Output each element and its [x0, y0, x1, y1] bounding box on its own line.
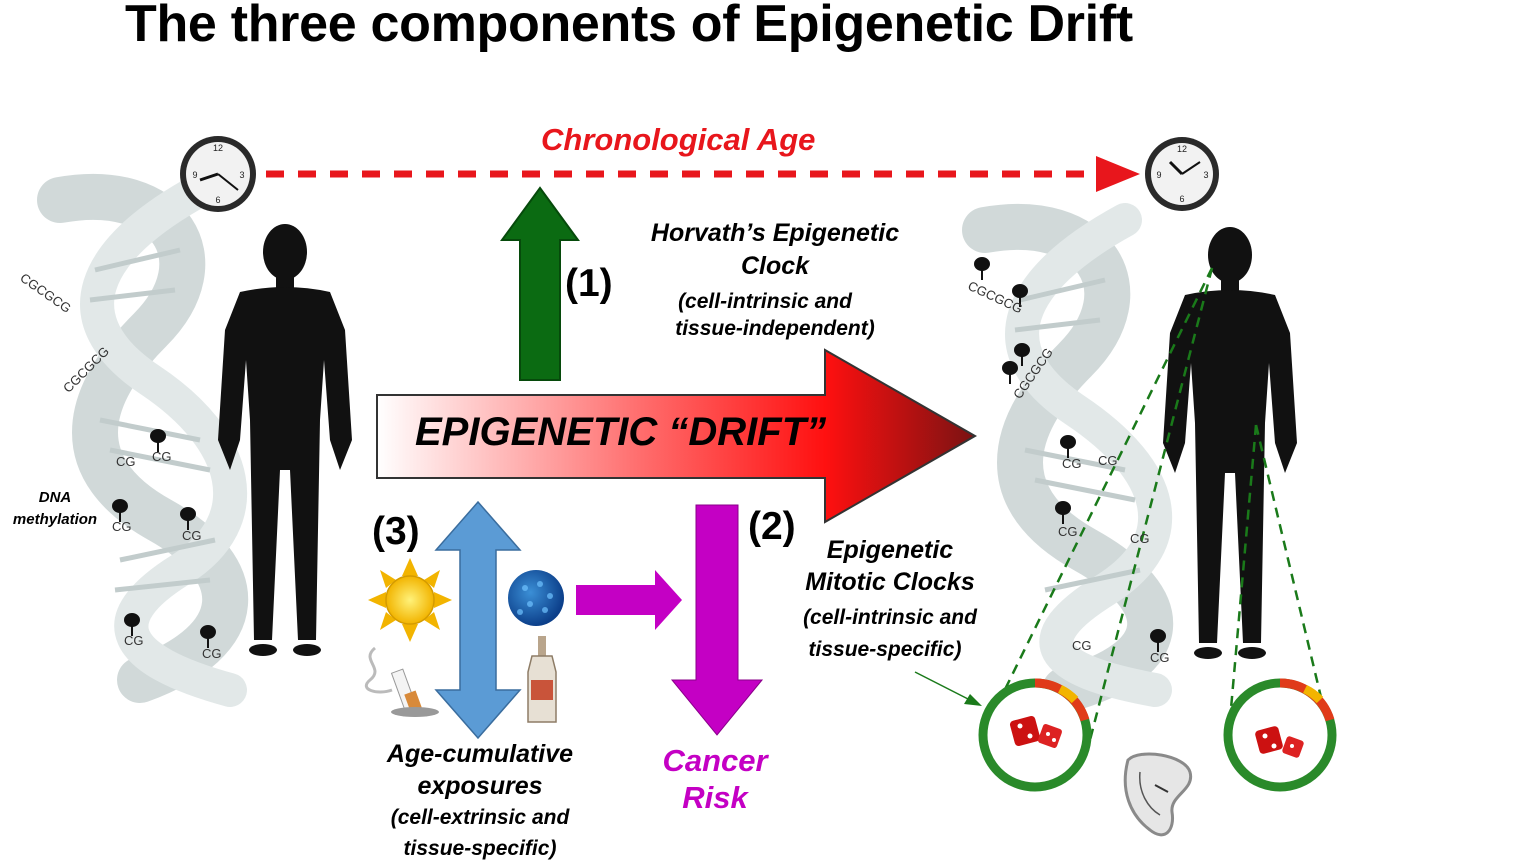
- cg-mark: CG: [112, 519, 132, 534]
- virus-icon: [508, 570, 564, 626]
- exposure-double-arrow: [436, 502, 520, 738]
- horvath-sub-2: tissue-independent): [630, 317, 920, 341]
- exposures-title-1: Age-cumulative: [360, 740, 600, 769]
- cancer-label-2: Risk: [640, 780, 790, 816]
- drift-label: EPIGENETIC “DRIFT”: [415, 410, 826, 455]
- dna-label-line1: DNA: [0, 487, 110, 509]
- sun-icon: [368, 558, 452, 642]
- svg-text:6: 6: [1179, 194, 1184, 204]
- dice-icon-left: [983, 683, 1087, 787]
- mitotic-sub-1: (cell-intrinsic and: [780, 606, 1000, 630]
- chronological-age-arrow: [266, 156, 1140, 192]
- svg-text:3: 3: [239, 170, 244, 180]
- mitotic-title-1: Epigenetic: [790, 536, 990, 565]
- svg-text:12: 12: [1177, 144, 1187, 154]
- cg-mark: CG: [1098, 453, 1118, 468]
- svg-text:12: 12: [213, 143, 223, 153]
- cancer-label-1: Cancer: [640, 743, 790, 779]
- bottle-icon: [528, 636, 556, 722]
- dna-helix-icon-right: [985, 220, 1155, 690]
- dice-icon-right: [1228, 683, 1332, 787]
- cg-mark: CG: [1072, 638, 1092, 653]
- svg-text:9: 9: [1156, 170, 1161, 180]
- chronological-age-label: Chronological Age: [541, 122, 815, 158]
- cg-mark: CG: [1058, 524, 1078, 539]
- mitotic-sub-2: tissue-specific): [780, 638, 990, 662]
- exposures-sub-2: tissue-specific): [360, 837, 600, 861]
- melting-clock-icon: [1125, 754, 1190, 835]
- svg-text:3: 3: [1203, 170, 1208, 180]
- cg-mark: CG: [152, 449, 172, 464]
- page-title: The three components of Epigenetic Drift: [125, 0, 1133, 54]
- exposure-to-cancer-arrow: [576, 570, 682, 630]
- label-two: (2): [748, 505, 796, 549]
- horvath-title-1: Horvath’s Epigenetic: [630, 219, 920, 248]
- cg-mark: CG: [202, 646, 222, 661]
- cg-mark: CG: [116, 454, 136, 469]
- cg-mark: CG: [1062, 456, 1082, 471]
- cigarette-icon: [366, 648, 439, 717]
- svg-text:9: 9: [192, 170, 197, 180]
- label-three: (3): [372, 510, 420, 554]
- clock-icon-right: 12 3 6 9: [1145, 137, 1219, 211]
- mitotic-title-2: Mitotic Clocks: [780, 568, 1000, 597]
- clock-icon-left: 12 3 6 9: [180, 136, 256, 212]
- mitotic-pointer-arrow: [915, 672, 982, 706]
- dna-helix-icon-left: [60, 190, 230, 690]
- cg-mark: CG: [124, 633, 144, 648]
- cg-mark: CG: [1150, 650, 1170, 665]
- cg-mark: CG: [182, 528, 202, 543]
- dna-methylation-label: DNA methylation: [0, 487, 110, 531]
- label-one: (1): [565, 262, 613, 306]
- cg-mark: CG: [1130, 531, 1150, 546]
- human-silhouette-icon-right: [1163, 227, 1297, 659]
- svg-text:6: 6: [215, 195, 220, 205]
- horvath-title-2: Clock: [630, 252, 920, 281]
- exposures-sub-1: (cell-extrinsic and: [360, 806, 600, 830]
- exposures-title-2: exposures: [360, 772, 600, 801]
- horvath-sub-1: (cell-intrinsic and: [630, 290, 900, 314]
- dna-label-line2: methylation: [0, 509, 110, 531]
